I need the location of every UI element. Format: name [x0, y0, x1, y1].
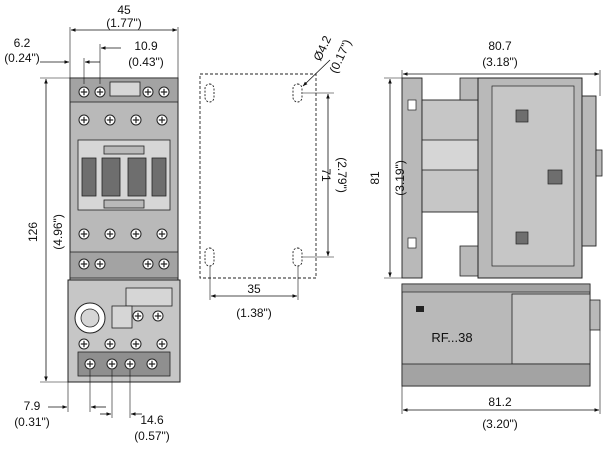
dim-bottom-depth-in: (3.20") [482, 417, 518, 431]
dim-bottom-pitch-mm: 14.6 [140, 413, 164, 427]
dim-height-mm: 126 [26, 222, 40, 242]
dim-pitch-mm: 10.9 [134, 39, 158, 53]
dim-hole-horizontal-in: (1.38") [236, 306, 272, 320]
front-view: 45 (1.77") 6.2 (0.24") 10.9 (0.43") 126 … [4, 3, 181, 443]
dim-pitch-in: (0.43") [128, 55, 164, 69]
dim-bottom-offset-in: (0.31") [14, 415, 50, 429]
dim-left-offset-mm: 6.2 [14, 36, 31, 50]
dim-contactor-height-in: (3.19") [393, 160, 407, 196]
mounting-view: Ø4.2 (0.17") 71 (2.79") 35 (1.38") [199, 33, 354, 320]
dim-bottom-pitch-in: (0.57") [134, 429, 170, 443]
dim-left-offset-in: (0.24") [4, 51, 40, 65]
dim-hole-vertical-mm: 71 [319, 168, 333, 182]
output-terminal-screws [77, 351, 171, 377]
dim-contactor-height-mm: 81 [368, 171, 382, 185]
dim-width-mm: 45 [117, 3, 131, 17]
mounting-outline [199, 73, 317, 279]
relay-model-label: RF...38 [431, 330, 472, 345]
dim-hole-vertical-in: (2.79") [335, 157, 349, 193]
dim-bottom-depth-mm: 81.2 [488, 395, 512, 409]
dim-height-in: (4.96") [51, 214, 65, 250]
dim-hole-horizontal-mm: 35 [247, 282, 261, 296]
dim-width-in: (1.77") [106, 16, 142, 30]
side-view: RF...38 80.7 (3.18") 81 (3.19") 81.2 (3.… [368, 39, 603, 431]
dim-top-depth-mm: 80.7 [488, 39, 512, 53]
dim-bottom-offset-mm: 7.9 [24, 399, 41, 413]
mounting-holes [204, 83, 303, 267]
dim-top-depth-in: (3.18") [482, 55, 518, 69]
